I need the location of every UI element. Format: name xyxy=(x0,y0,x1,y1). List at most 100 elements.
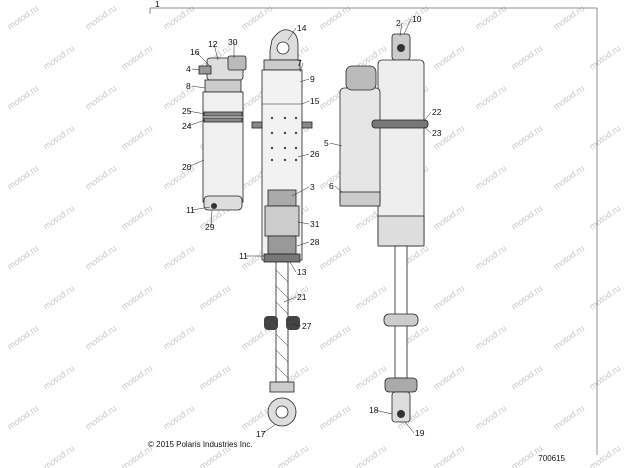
watermark-text: motod.ru xyxy=(119,283,154,312)
leader-line-18 xyxy=(374,409,393,415)
watermark-text: motod.ru xyxy=(317,3,352,32)
bumper-left xyxy=(264,316,278,330)
watermark-text: motod.ru xyxy=(5,323,40,352)
callout-15: 15 xyxy=(310,96,320,106)
watermark-text: motod.ru xyxy=(161,323,196,352)
watermark-text: motod.ru xyxy=(473,243,508,272)
callout-26: 26 xyxy=(310,149,320,159)
leader-line-22 xyxy=(423,111,432,122)
watermark-text: motod.ru xyxy=(83,243,118,272)
watermark-text: motod.ru xyxy=(551,243,586,272)
callout-16: 16 xyxy=(190,47,200,57)
callout-11: 11 xyxy=(239,251,248,261)
watermark-text: motod.ru xyxy=(353,363,388,392)
watermark-text: motod.ru xyxy=(197,283,232,312)
leader-line-26 xyxy=(297,153,310,158)
lower-eye-hole xyxy=(275,405,289,419)
leader-line-28 xyxy=(296,241,310,247)
callout-19: 19 xyxy=(415,428,425,438)
watermark-text: motod.ru xyxy=(317,243,352,272)
watermark-text: motod.ru xyxy=(161,3,196,32)
copyright-text: © 2015 Polaris Industries Inc. xyxy=(148,440,253,449)
leader-line-21 xyxy=(283,296,297,303)
callout-8: 8 xyxy=(186,81,191,91)
right-shaft xyxy=(394,245,408,379)
shaft-hatch xyxy=(275,269,289,379)
piston-valve-stack xyxy=(264,205,300,237)
watermark-text: motod.ru xyxy=(551,323,586,352)
callout-3: 3 xyxy=(310,182,315,192)
watermark-text: motod.ru xyxy=(83,403,118,432)
callout-20: 20 xyxy=(182,162,192,172)
leader-line-16 xyxy=(195,51,211,67)
watermark-text: motod.ru xyxy=(5,163,40,192)
watermark-text: motod.ru xyxy=(473,323,508,352)
piston-band-left xyxy=(251,121,263,129)
watermark-text: motod.ru xyxy=(431,43,466,72)
leader-line-27 xyxy=(291,323,302,327)
watermark-text: motod.ru xyxy=(41,43,76,72)
leader-line-14 xyxy=(287,27,297,41)
watermark-text: motod.ru xyxy=(197,363,232,392)
piston-band-right xyxy=(301,121,313,129)
lower-mount-bolt xyxy=(397,410,405,418)
callout-17: 17 xyxy=(256,429,266,439)
bleed-screw xyxy=(211,203,217,209)
leader-line-8 xyxy=(191,85,206,89)
callout-13: 13 xyxy=(297,267,307,277)
watermark-text: motod.ru xyxy=(119,363,154,392)
watermark-text: motod.ru xyxy=(551,83,586,112)
leader-line-25 xyxy=(187,110,206,115)
callout-11: 11 xyxy=(186,205,195,215)
upper-mount-bolt xyxy=(397,44,405,52)
callout-24: 24 xyxy=(182,121,192,131)
leader-line-29 xyxy=(210,209,213,228)
bumper-right xyxy=(286,316,300,330)
callout-12: 12 xyxy=(208,39,218,49)
callout-27: 27 xyxy=(302,321,312,331)
watermark-text: motod.ru xyxy=(161,243,196,272)
leader-line-2 xyxy=(399,22,403,37)
bleed-holes xyxy=(270,116,298,162)
watermark-text: motod.ru xyxy=(317,403,352,432)
leader-line-19 xyxy=(404,421,415,434)
watermark-text: motod.ru xyxy=(473,163,508,192)
center-shock xyxy=(251,29,313,427)
watermark-text: motod.ru xyxy=(587,363,622,392)
callout-31: 31 xyxy=(310,219,320,229)
figure-code: 700615 xyxy=(538,454,565,463)
callout-1: 1 xyxy=(155,0,160,9)
watermark-text: motod.ru xyxy=(41,363,76,392)
leader-line-24 xyxy=(187,119,206,127)
watermark-text: motod.ru xyxy=(587,443,622,468)
leader-line-5 xyxy=(329,142,343,147)
piston xyxy=(267,189,297,207)
watermark-text: motod.ru xyxy=(353,283,388,312)
watermark-text: motod.ru xyxy=(473,403,508,432)
watermark-text: motod.ru xyxy=(431,363,466,392)
leader-line-6 xyxy=(334,185,343,193)
watermark-text: motod.ru xyxy=(161,403,196,432)
callout-28: 28 xyxy=(310,237,320,247)
callout-5: 5 xyxy=(324,138,329,148)
watermark-text: motod.ru xyxy=(509,43,544,72)
piggyback-reservoir xyxy=(339,87,381,207)
watermark-text: motod.ru xyxy=(83,83,118,112)
callout-22: 22 xyxy=(432,107,442,117)
watermark-text: motod.ru xyxy=(41,203,76,232)
watermark-text: motod.ru xyxy=(587,123,622,152)
watermark-text: motod.ru xyxy=(5,403,40,432)
reservoir-band xyxy=(203,117,243,123)
callout-23: 23 xyxy=(432,128,442,138)
callout-2: 2 xyxy=(396,18,401,28)
watermark-text: motod.ru xyxy=(587,203,622,232)
right-bumper xyxy=(383,313,419,327)
reservoir-end-cap xyxy=(203,195,243,211)
callout-6: 6 xyxy=(329,181,334,191)
leader-line-7 xyxy=(299,62,304,73)
right-lower-mount xyxy=(391,391,411,423)
watermark-text: motod.ru xyxy=(83,323,118,352)
watermark-text: motod.ru xyxy=(473,83,508,112)
leader-line-23 xyxy=(423,126,432,134)
